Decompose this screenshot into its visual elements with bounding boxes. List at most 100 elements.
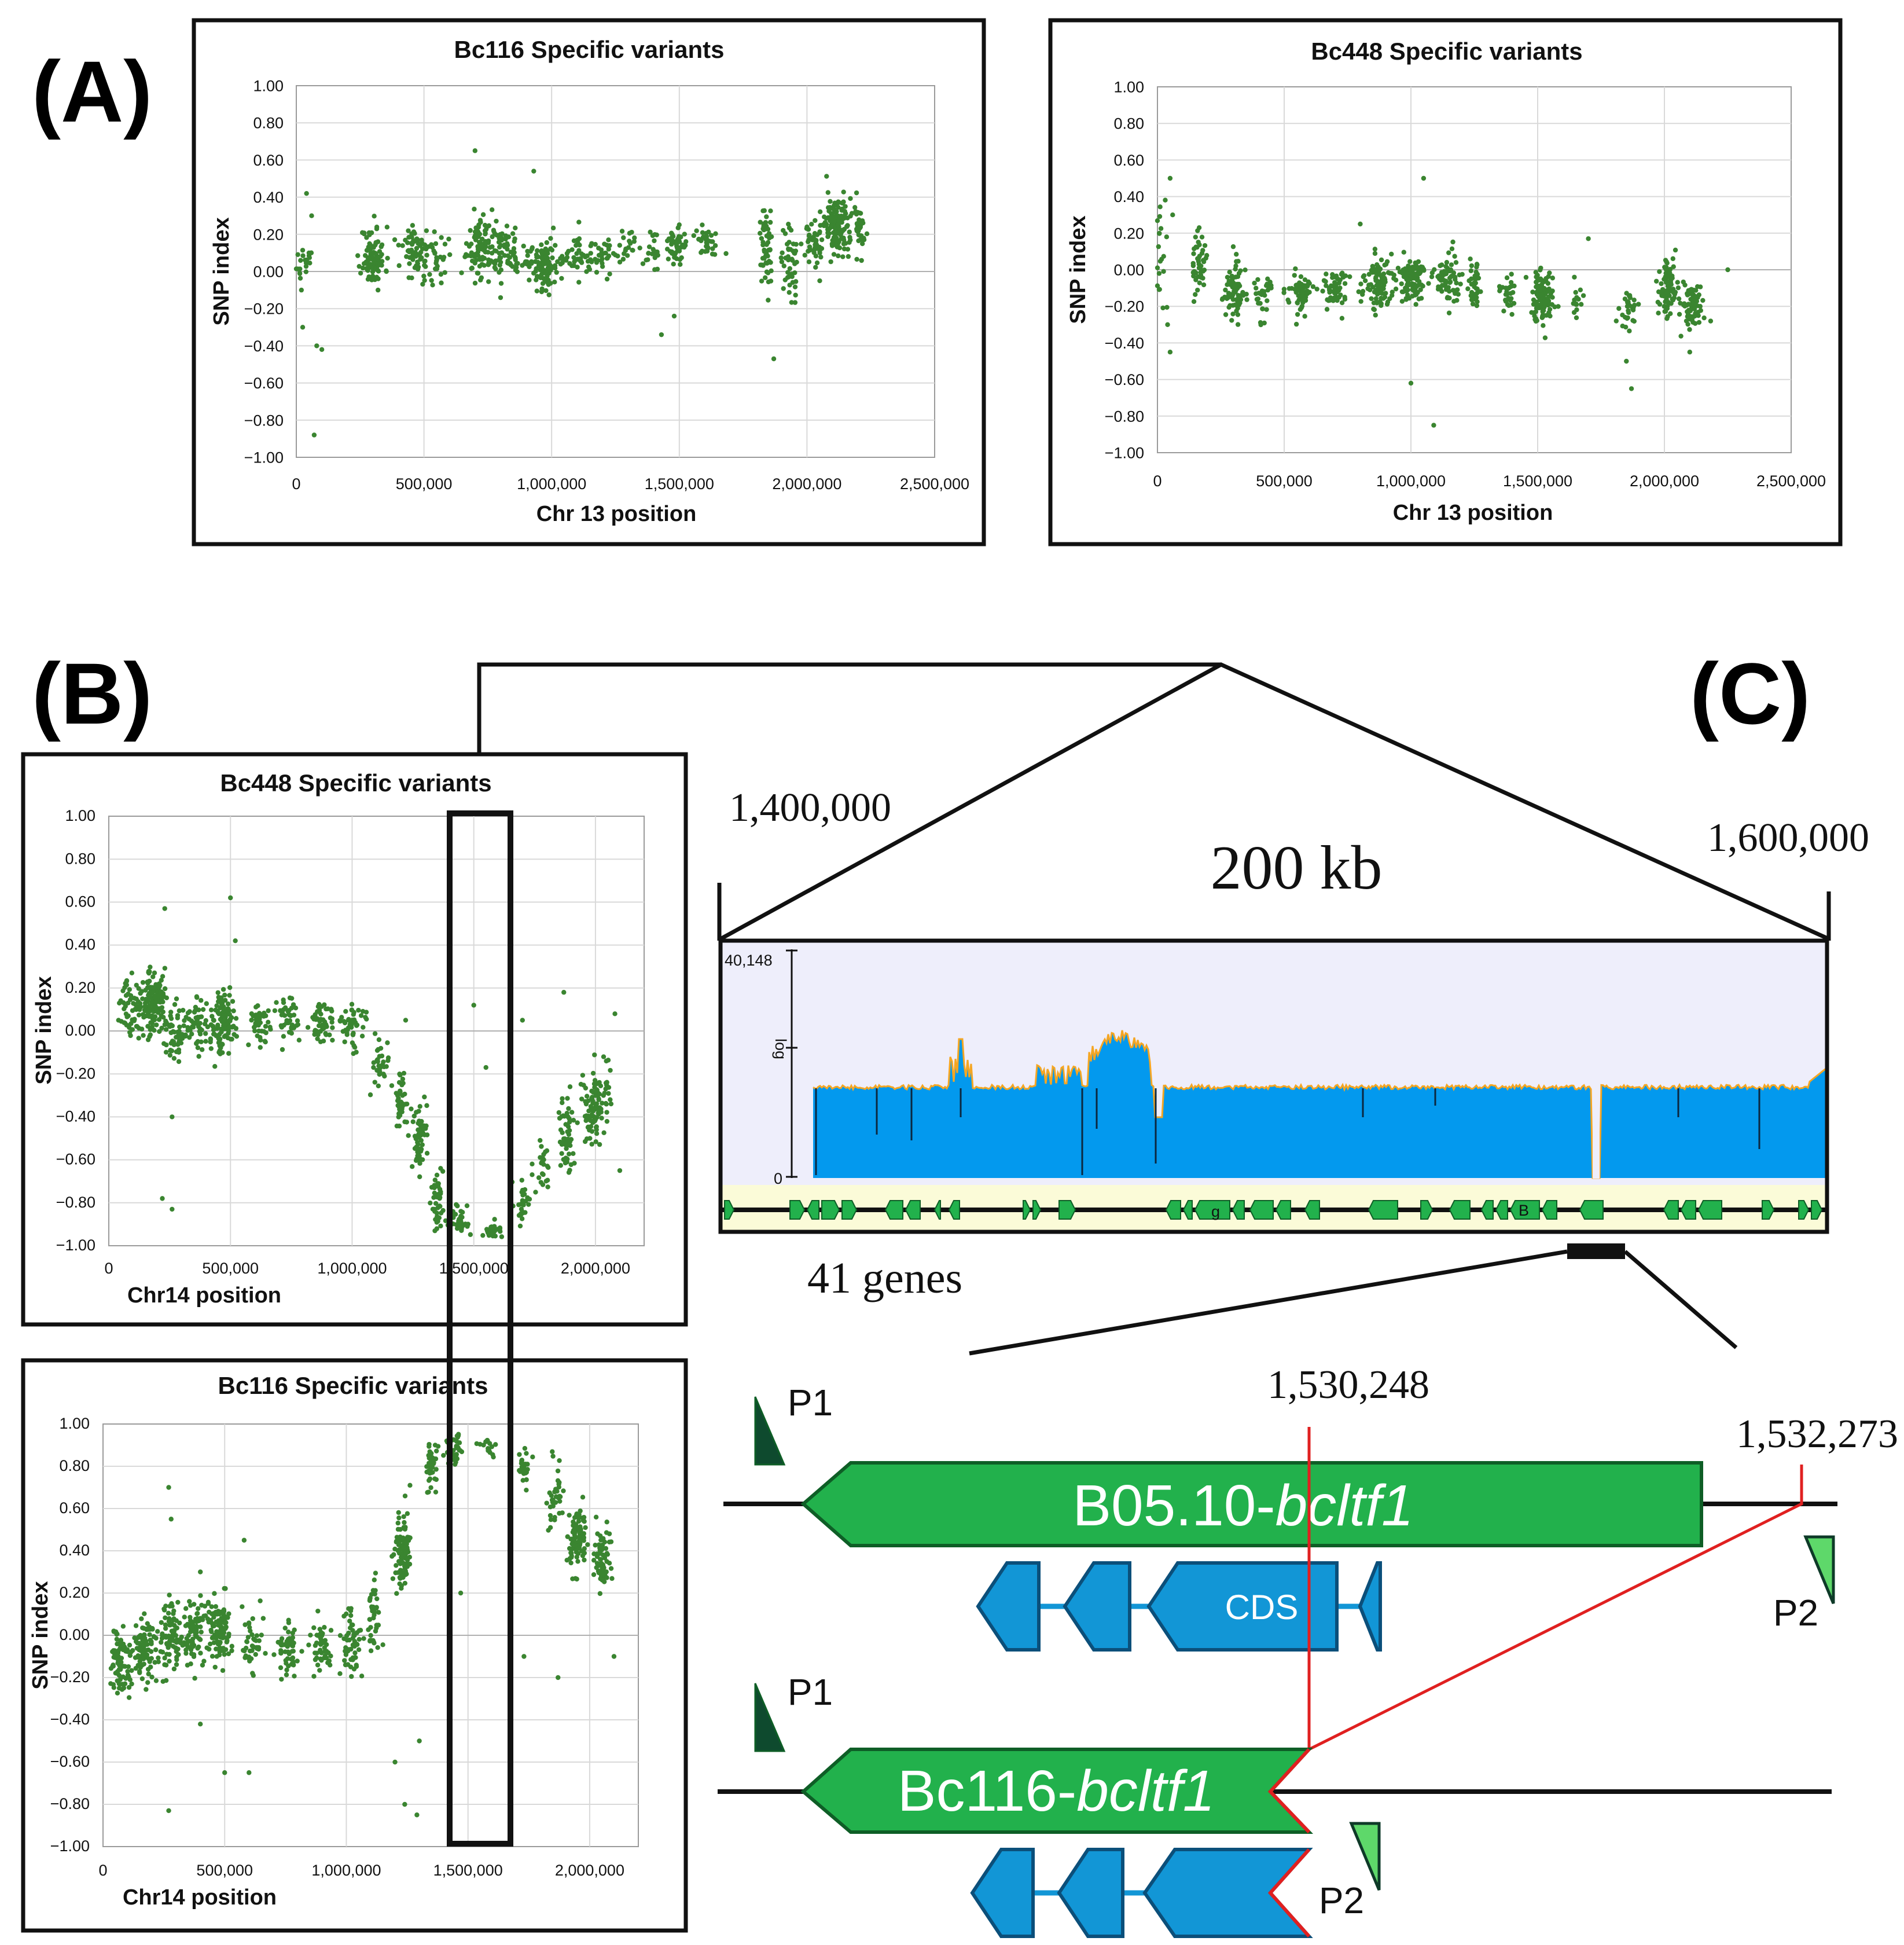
data-point bbox=[175, 1599, 181, 1605]
data-point bbox=[1358, 221, 1363, 227]
data-point bbox=[581, 1514, 587, 1520]
data-point bbox=[137, 1670, 142, 1675]
data-point bbox=[701, 235, 707, 240]
data-point bbox=[455, 1445, 461, 1451]
chart-title: Bc448 Specific variants bbox=[1311, 38, 1582, 65]
data-point bbox=[476, 230, 481, 236]
data-point bbox=[829, 243, 835, 248]
data-point bbox=[436, 1184, 441, 1189]
data-point bbox=[585, 1542, 590, 1547]
data-point bbox=[514, 265, 519, 270]
data-point bbox=[593, 1139, 598, 1144]
data-point bbox=[788, 227, 794, 233]
data-point bbox=[424, 1103, 429, 1109]
snp-position-1532273: 1,532,273 bbox=[1736, 1412, 1898, 1456]
y-tick-label: −0.80 bbox=[56, 1194, 95, 1211]
data-point bbox=[1450, 288, 1456, 293]
primer-p1-bottom-label: P1 bbox=[788, 1671, 833, 1713]
data-point bbox=[214, 1654, 219, 1659]
x-tick-label: 0 bbox=[292, 475, 300, 493]
data-point bbox=[464, 1203, 470, 1209]
data-point bbox=[424, 228, 429, 233]
data-point bbox=[1167, 175, 1173, 181]
data-point bbox=[402, 1520, 407, 1525]
data-point bbox=[475, 247, 481, 252]
data-point bbox=[1667, 267, 1673, 272]
x-tick-label: 1,500,000 bbox=[1503, 472, 1572, 490]
x-tick-label: 2,000,000 bbox=[1630, 472, 1699, 490]
x-tick-label: 1,500,000 bbox=[645, 475, 714, 493]
data-point bbox=[676, 234, 682, 239]
data-point bbox=[352, 1650, 358, 1656]
data-point bbox=[1157, 214, 1163, 219]
data-point bbox=[1421, 266, 1427, 272]
data-point bbox=[352, 1044, 358, 1050]
gene-arrow bbox=[1032, 1200, 1042, 1220]
data-point bbox=[645, 257, 650, 262]
data-point bbox=[427, 1455, 432, 1461]
data-point bbox=[117, 1641, 122, 1646]
data-point bbox=[213, 1646, 219, 1652]
data-point bbox=[1684, 302, 1690, 308]
data-point bbox=[600, 1100, 605, 1106]
data-point bbox=[621, 235, 626, 240]
data-point bbox=[157, 983, 163, 988]
data-point bbox=[292, 1674, 297, 1679]
data-point bbox=[148, 1032, 153, 1037]
data-point bbox=[577, 1537, 582, 1543]
data-point bbox=[395, 1520, 400, 1526]
data-point bbox=[1383, 291, 1388, 296]
data-point bbox=[818, 254, 824, 260]
data-point bbox=[786, 289, 792, 295]
data-point bbox=[288, 1012, 293, 1018]
data-point bbox=[424, 252, 429, 258]
data-point bbox=[468, 1232, 473, 1237]
data-point bbox=[793, 279, 799, 284]
data-point bbox=[148, 964, 153, 970]
gene-arrow bbox=[1449, 1200, 1471, 1220]
data-point bbox=[201, 1613, 207, 1619]
data-point bbox=[130, 1647, 135, 1653]
data-point bbox=[1295, 311, 1300, 317]
data-point bbox=[498, 281, 504, 286]
data-point bbox=[278, 1023, 284, 1029]
locus-marker bbox=[1567, 1243, 1625, 1259]
data-point bbox=[682, 232, 688, 237]
data-point bbox=[572, 1161, 577, 1166]
data-point bbox=[376, 1610, 381, 1615]
data-point bbox=[600, 1544, 605, 1550]
data-point bbox=[139, 1653, 145, 1658]
data-point bbox=[436, 1191, 441, 1197]
data-point bbox=[168, 1517, 174, 1522]
data-point bbox=[539, 242, 544, 248]
data-point bbox=[1475, 286, 1480, 292]
data-point bbox=[168, 1030, 174, 1036]
data-point bbox=[403, 1550, 409, 1555]
data-point bbox=[351, 1010, 356, 1015]
data-point bbox=[1234, 309, 1239, 314]
data-point bbox=[217, 1645, 223, 1650]
data-point bbox=[554, 270, 559, 275]
data-point bbox=[603, 251, 608, 256]
data-point bbox=[1470, 301, 1476, 307]
data-point bbox=[368, 1633, 373, 1638]
data-point bbox=[281, 1007, 286, 1012]
data-point bbox=[1164, 234, 1170, 240]
data-point bbox=[454, 1438, 460, 1444]
chart-frame-a2 bbox=[1048, 18, 1843, 546]
data-point bbox=[1665, 284, 1671, 289]
data-point bbox=[469, 258, 475, 263]
data-point bbox=[554, 1488, 559, 1494]
data-point bbox=[432, 251, 438, 256]
data-point bbox=[563, 1142, 568, 1147]
data-point bbox=[188, 1603, 193, 1608]
data-point bbox=[1409, 281, 1415, 287]
data-point bbox=[786, 257, 791, 263]
data-point bbox=[356, 263, 362, 269]
data-point bbox=[442, 241, 448, 247]
data-point bbox=[1413, 302, 1418, 307]
data-point bbox=[550, 255, 555, 260]
data-point bbox=[767, 247, 773, 253]
data-point bbox=[505, 260, 510, 266]
